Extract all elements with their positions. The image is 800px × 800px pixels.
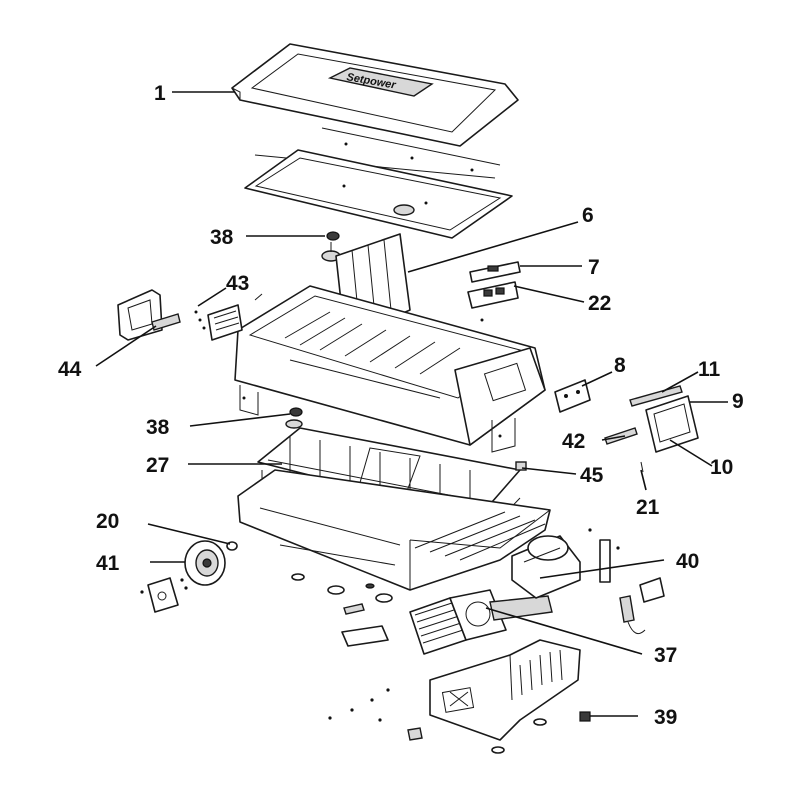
callout-1: 1 [154, 82, 166, 105]
leader-lines [95, 91, 728, 717]
callout-43: 43 [226, 272, 249, 295]
callout-37: 37 [654, 644, 677, 667]
callout-22: 22 [588, 292, 611, 315]
part-40-compressor [511, 528, 620, 599]
main-cabinet [234, 285, 546, 453]
callout-39: 39 [654, 706, 677, 729]
part-21-pin [640, 461, 644, 473]
callout-38-lower: 38 [146, 416, 170, 439]
part-37-condenser [409, 589, 553, 655]
part-22-control-board [467, 281, 519, 322]
part-38-knob-upper [321, 231, 341, 262]
callout-7: 7 [588, 256, 600, 279]
part-38-knob-lower [285, 407, 303, 429]
part-1-lid: Setpower [231, 43, 519, 172]
part-45-block [515, 461, 527, 471]
inner-lid-panel [244, 149, 513, 239]
callout-9: 9 [732, 390, 744, 413]
callout-38-upper: 38 [210, 226, 234, 249]
callout-21: 21 [636, 496, 660, 519]
callout-27: 27 [146, 454, 169, 477]
callout-44: 44 [58, 358, 82, 381]
part-43-latch [194, 293, 263, 341]
part-7-bracket [469, 261, 521, 283]
callout-41: 41 [96, 552, 120, 575]
part-44-handle [117, 289, 181, 341]
wheel-cover-plate [140, 577, 188, 613]
callout-8: 8 [614, 354, 626, 377]
wiring-relay [619, 577, 665, 635]
part-9-frame [645, 395, 699, 453]
part-8-clip [554, 379, 591, 413]
back-cover [407, 639, 581, 754]
part-41-wheel [184, 540, 226, 586]
callout-45: 45 [580, 464, 604, 487]
callout-11: 11 [698, 358, 721, 381]
callout-20: 20 [96, 510, 119, 533]
callout-6: 6 [582, 204, 594, 227]
base-feet [291, 573, 393, 647]
part-39-plug [579, 711, 591, 722]
lower-body [237, 469, 551, 591]
callout-40: 40 [676, 550, 699, 573]
callout-10: 10 [710, 456, 733, 479]
callout-42: 42 [562, 430, 585, 453]
callout-labels: 1 6 7 22 38 43 44 8 11 9 38 42 10 27 45 … [58, 82, 744, 729]
cover-screws [328, 688, 390, 722]
